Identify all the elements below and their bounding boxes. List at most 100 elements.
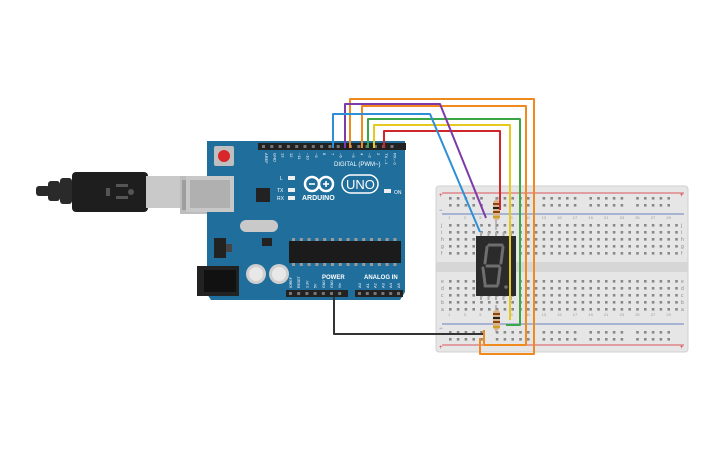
terminal-hole[interactable] <box>534 287 538 290</box>
terminal-hole[interactable] <box>449 280 452 283</box>
rail-hole[interactable] <box>667 338 670 341</box>
rail-hole[interactable] <box>659 197 663 200</box>
terminal-hole[interactable] <box>534 294 538 297</box>
terminal-hole[interactable] <box>612 245 616 248</box>
terminal-hole[interactable] <box>620 294 624 297</box>
terminal-hole[interactable] <box>659 245 663 248</box>
terminal-hole[interactable] <box>628 238 631 241</box>
terminal-hole[interactable] <box>589 308 592 311</box>
resistor-top[interactable] <box>493 197 500 230</box>
terminal-hole[interactable] <box>644 252 647 255</box>
terminal-hole[interactable] <box>558 280 561 283</box>
terminal-hole[interactable] <box>589 280 592 283</box>
terminal-hole[interactable] <box>667 238 670 241</box>
terminal-hole[interactable] <box>550 294 553 297</box>
terminal-hole[interactable] <box>644 301 647 304</box>
rail-hole[interactable] <box>511 204 514 207</box>
terminal-hole[interactable] <box>644 238 647 241</box>
terminal-hole[interactable] <box>566 245 569 248</box>
terminal-hole[interactable] <box>659 231 663 234</box>
terminal-hole[interactable] <box>581 224 585 227</box>
terminal-hole[interactable] <box>472 308 475 311</box>
terminal-hole[interactable] <box>534 301 538 304</box>
terminal-hole[interactable] <box>464 224 468 227</box>
terminal-hole[interactable] <box>581 301 585 304</box>
terminal-hole[interactable] <box>456 224 460 227</box>
rail-hole[interactable] <box>550 197 553 200</box>
terminal-hole[interactable] <box>495 308 499 311</box>
terminal-hole[interactable] <box>636 280 639 283</box>
terminal-hole[interactable] <box>456 280 460 283</box>
terminal-hole[interactable] <box>612 287 616 290</box>
rail-hole[interactable] <box>527 338 530 341</box>
terminal-hole[interactable] <box>589 252 592 255</box>
power-pin-hole[interactable] <box>338 292 342 295</box>
analog-pin-hole[interactable] <box>381 292 385 295</box>
terminal-hole[interactable] <box>628 294 631 297</box>
digital-pin-hole[interactable] <box>336 145 340 148</box>
rail-hole[interactable] <box>495 331 499 334</box>
terminal-hole[interactable] <box>636 238 639 241</box>
analog-pin-hole[interactable] <box>397 292 400 295</box>
terminal-hole[interactable] <box>464 294 468 297</box>
terminal-hole[interactable] <box>612 294 616 297</box>
terminal-hole[interactable] <box>534 224 538 227</box>
terminal-hole[interactable] <box>605 287 608 290</box>
power-pin-hole[interactable] <box>297 292 301 295</box>
terminal-hole[interactable] <box>534 252 538 255</box>
rail-hole[interactable] <box>566 197 569 200</box>
digital-pin-hole[interactable] <box>270 145 274 148</box>
terminal-hole[interactable] <box>605 301 608 304</box>
rail-hole[interactable] <box>472 204 475 207</box>
rail-hole[interactable] <box>667 204 670 207</box>
terminal-hole[interactable] <box>472 252 475 255</box>
terminal-hole[interactable] <box>480 224 483 227</box>
rail-hole[interactable] <box>558 338 561 341</box>
rail-hole[interactable] <box>573 204 577 207</box>
terminal-hole[interactable] <box>527 231 530 234</box>
terminal-hole[interactable] <box>636 287 639 290</box>
terminal-hole[interactable] <box>651 301 655 304</box>
rail-hole[interactable] <box>558 331 561 334</box>
terminal-hole[interactable] <box>651 294 655 297</box>
rail-hole[interactable] <box>620 204 624 207</box>
digital-pin-hole[interactable] <box>320 145 324 148</box>
terminal-hole[interactable] <box>659 252 663 255</box>
rail-hole[interactable] <box>659 204 663 207</box>
rail-hole[interactable] <box>480 331 483 334</box>
terminal-hole[interactable] <box>573 294 577 297</box>
rail-hole[interactable] <box>456 204 460 207</box>
terminal-hole[interactable] <box>550 252 553 255</box>
terminal-hole[interactable] <box>620 224 624 227</box>
terminal-hole[interactable] <box>472 231 475 234</box>
rail-hole[interactable] <box>449 331 452 334</box>
terminal-hole[interactable] <box>589 238 592 241</box>
rail-hole[interactable] <box>542 197 546 200</box>
terminal-hole[interactable] <box>605 245 608 248</box>
rail-hole[interactable] <box>503 331 507 334</box>
terminal-hole[interactable] <box>589 287 592 290</box>
terminal-hole[interactable] <box>644 308 647 311</box>
rail-hole[interactable] <box>659 338 663 341</box>
digital-pin-hole[interactable] <box>295 145 299 148</box>
terminal-hole[interactable] <box>573 280 577 283</box>
terminal-hole[interactable] <box>620 301 624 304</box>
rail-hole[interactable] <box>620 338 624 341</box>
rail-hole[interactable] <box>519 331 522 334</box>
wire-green-pin5[interactable] <box>367 118 521 326</box>
terminal-hole[interactable] <box>472 238 475 241</box>
rail-hole[interactable] <box>495 197 499 200</box>
terminal-hole[interactable] <box>550 308 553 311</box>
terminal-hole[interactable] <box>667 287 670 290</box>
terminal-hole[interactable] <box>558 231 561 234</box>
terminal-hole[interactable] <box>566 294 569 297</box>
terminal-hole[interactable] <box>644 294 647 297</box>
rail-hole[interactable] <box>597 331 600 334</box>
rail-hole[interactable] <box>605 204 608 207</box>
terminal-hole[interactable] <box>612 238 616 241</box>
terminal-hole[interactable] <box>620 252 624 255</box>
terminal-hole[interactable] <box>464 308 468 311</box>
rail-hole[interactable] <box>651 338 655 341</box>
terminal-hole[interactable] <box>612 252 616 255</box>
terminal-hole[interactable] <box>456 245 460 248</box>
